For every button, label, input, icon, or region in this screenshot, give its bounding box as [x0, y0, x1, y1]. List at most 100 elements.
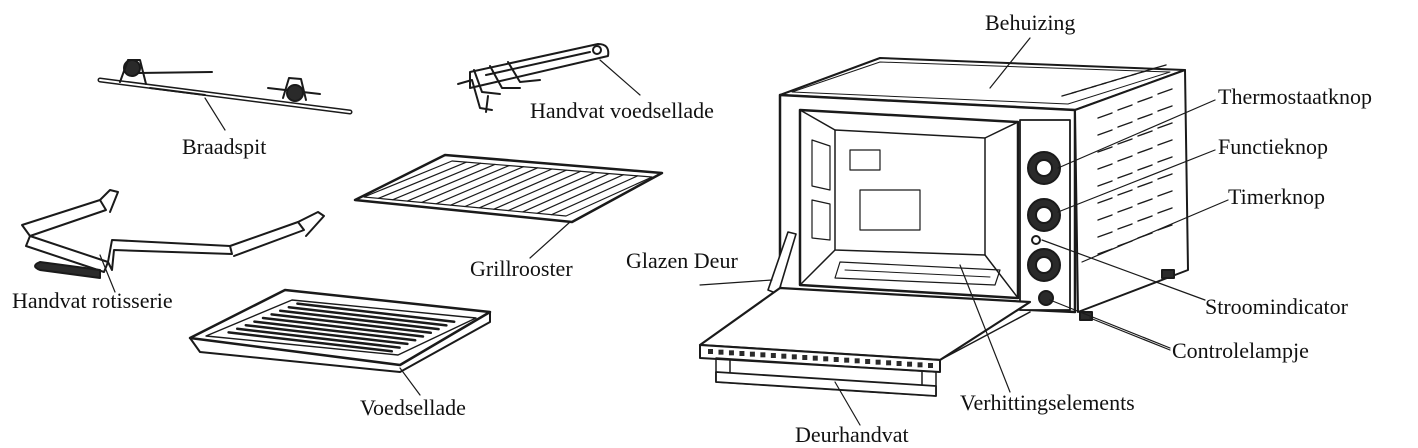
drawing-stroke [1137, 164, 1153, 171]
drawing-stroke [478, 169, 567, 209]
drawing-stroke [244, 323, 409, 346]
label-braadspit: Braadspit [182, 134, 267, 159]
door-vent-hole [844, 357, 850, 363]
drawing-stroke [1157, 173, 1173, 180]
drawing-stroke [1117, 172, 1133, 179]
label-controlelampje: Controlelampje [1172, 338, 1309, 363]
tray-handle-drawing [457, 43, 610, 113]
door-vent-hole [718, 349, 724, 355]
leader-deurhandvat [834, 381, 861, 426]
label-behuizing: Behuizing [985, 10, 1076, 35]
drawing-stroke [1157, 122, 1173, 129]
drawing-stroke [435, 166, 525, 205]
drawing-stroke [1117, 121, 1133, 128]
drawing-stroke [227, 331, 394, 353]
drawing-stroke [1117, 155, 1133, 162]
drawing-stroke [1151, 64, 1167, 70]
door-vent-hole [917, 362, 923, 368]
drawing-stroke [406, 163, 496, 202]
drawing-stroke [1137, 130, 1153, 137]
label-functieknop: Functieknop [1218, 134, 1328, 159]
drawing-stroke [1097, 197, 1113, 204]
rotisserie-handle-drawing [21, 189, 325, 279]
leader-glazen-deur [699, 279, 773, 286]
door-vent-hole [812, 355, 818, 361]
drawing-stroke [1157, 88, 1173, 95]
grill-rack-drawing [353, 153, 664, 224]
label-voedsellade: Voedsellade [360, 395, 466, 420]
drawing-stroke [270, 313, 433, 335]
door-vent-hole [823, 356, 829, 362]
door-vent-hole [708, 349, 713, 354]
door-vent-hole [749, 351, 755, 357]
rotisserie-spit-drawing [97, 59, 353, 115]
drawing-stroke [1137, 181, 1153, 188]
leader-verhittingselements [959, 264, 1011, 393]
door-vent-hole [833, 357, 839, 362]
label-handvat-voedsellade: Handvat voedsellade [530, 98, 714, 123]
label-handvat-rotisserie: Handvat rotisserie [12, 288, 173, 313]
drawing-stroke [278, 309, 440, 331]
drawing-stroke [1117, 104, 1133, 111]
drawing-stroke [235, 327, 401, 349]
drawing-stroke [296, 302, 456, 323]
door-vent-hole [728, 350, 734, 356]
drawing-stroke [1097, 129, 1113, 136]
drawing-stroke [522, 172, 610, 213]
drawing-stroke [1137, 198, 1153, 205]
drawing-stroke [1097, 231, 1113, 238]
label-stroomindicator: Stroomindicator [1205, 294, 1348, 319]
leader-braadspit [204, 97, 226, 131]
door-vent-hole [875, 359, 881, 365]
label-deurhandvat: Deurhandvat [795, 422, 909, 447]
door-vent-hole [854, 358, 860, 364]
drawing-stroke [449, 167, 539, 206]
drawing-stroke [392, 162, 482, 201]
drawing-stroke [1117, 138, 1133, 145]
leader-controlelampje-2 [1089, 317, 1171, 351]
label-thermostaatknop: Thermostaatknop [1218, 84, 1372, 109]
drawing-stroke [1157, 207, 1173, 214]
drawing-stroke [1157, 156, 1173, 163]
door-vent-hole [865, 359, 871, 364]
drawing-stroke [1157, 190, 1173, 197]
drawing-stroke [421, 164, 510, 204]
door-vent-hole [886, 360, 892, 366]
door-vent-hole [802, 355, 808, 360]
leader-handvat-voedsellade [599, 59, 641, 96]
label-timerknop: Timerknop [1228, 184, 1325, 209]
drawing-stroke [507, 171, 596, 212]
leader-behuizing [989, 37, 1031, 89]
door-vent-hole [928, 363, 933, 368]
leader-thermostaatknop [1057, 99, 1216, 169]
leader-handvat-rotisserie [99, 254, 116, 293]
drawing-stroke [550, 175, 639, 216]
drawing-stroke [1157, 105, 1173, 112]
drawing-stroke [1097, 214, 1113, 221]
leader-grillrooster [529, 221, 571, 259]
door-vent-hole [770, 353, 776, 358]
drawing-stroke [253, 320, 417, 342]
label-verhittingselements: Verhittingselements [960, 390, 1135, 415]
drawing-stroke [1117, 189, 1133, 196]
drawing-stroke [1097, 163, 1113, 170]
label-grillrooster: Grillrooster [470, 256, 573, 281]
drawing-stroke [1097, 146, 1113, 153]
drawing-stroke [1097, 180, 1113, 187]
drawing-stroke [1137, 96, 1153, 103]
drawing-stroke [464, 168, 553, 208]
drawing-stroke [1097, 112, 1113, 119]
oven-drawing [698, 57, 1189, 397]
drawing-stroke [1137, 215, 1153, 222]
drawing-stroke [1137, 113, 1153, 120]
drawing-stroke [493, 170, 582, 210]
leader-controlelampje [1049, 299, 1171, 349]
door-vent-hole [781, 353, 787, 359]
leader-timerknop [1081, 199, 1229, 263]
door-vent-hole [739, 351, 745, 356]
door-vent-hole [896, 361, 902, 366]
drawing-stroke [377, 161, 467, 199]
drawing-stroke [1137, 147, 1153, 154]
label-glazen-deur: Glazen Deur [626, 248, 738, 273]
